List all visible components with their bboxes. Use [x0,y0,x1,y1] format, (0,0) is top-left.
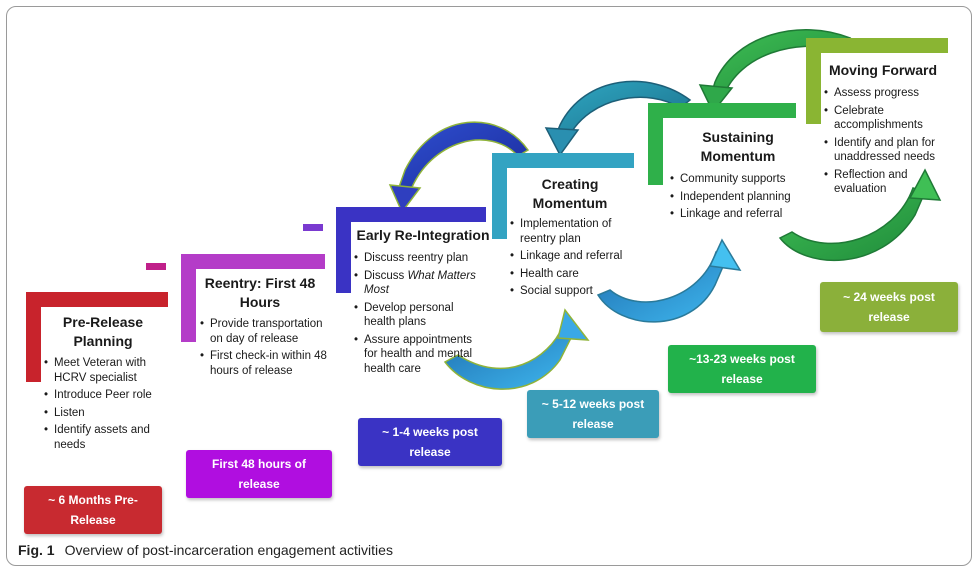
bullets-moving: Assess progress Celebrate accomplishment… [824,86,954,200]
bullets-reentry: Provide transportation on day of release… [200,317,328,381]
timeframe-badge-pre-release: ~ 6 Months Pre-Release [24,486,162,534]
arrow-creating-to-early [388,121,530,214]
bullet-item: Discuss What Matters Most [354,269,488,298]
bullet-item: Assess progress [824,86,954,101]
bullet-item: Linkage and referral [670,207,810,222]
bullets-pre-release: Meet Veteran with HCRV specialist Introd… [44,356,166,455]
bullets-early: Discuss reentry plan Discuss What Matter… [354,251,488,379]
timeframe-badge-early: ~ 1-4 weeks post release [358,418,502,466]
bracket-top-creating [492,153,634,168]
bullet-text: Discuss [364,269,408,282]
bracket-side-moving [806,38,821,124]
figure-label: Fig. 1 [18,542,55,558]
bracket-side-sustaining [648,103,663,185]
stage-title-reentry: Reentry: First 48 Hours [204,275,316,310]
bullet-item: Discuss reentry plan [354,251,488,266]
stage-title-pre-release: Pre-Release Planning [62,314,144,349]
timeframe-badge-moving: ~ 24 weeks post release [820,282,958,332]
bullet-item: Community supports [670,172,810,187]
bullet-item: Develop personal health plans [354,301,488,330]
bracket-side-reentry [181,254,196,342]
stage-title-early: Early Re-Integration [356,227,490,243]
bracket-side-pre-release [26,292,41,382]
bracket-top-reentry [181,254,325,269]
bullet-item: Assure appointments for health and menta… [354,333,488,377]
bracket-side-early [336,207,351,293]
bullet-item: Reflection and evaluation [824,168,954,197]
bullet-item: Identify and plan for unaddressed needs [824,136,954,165]
arrow-creating-to-sustaining [596,238,742,323]
bullet-item: Listen [44,406,166,421]
stage-title-creating: Creating Momentum [532,176,608,211]
bullet-item: First check-in within 48 hours of releas… [200,349,328,378]
bullet-item: Meet Veteran with HCRV specialist [44,356,166,385]
bullets-sustaining: Community supports Independent planning … [670,172,810,225]
bracket-top-moving [806,38,948,53]
timeframe-badge-reentry: First 48 hours of release [186,450,332,498]
timeframe-badge-creating: ~ 5-12 weeks post release [527,390,659,438]
bullet-item: Health care [510,267,630,282]
bullet-italic-text: What Matters Most [364,269,476,297]
stage-title-moving: Moving Forward [828,62,938,78]
figure-caption: Fig. 1 Overview of post-incarceration eng… [18,542,393,558]
bullet-item: Social support [510,284,630,299]
bullets-creating: Implementation of reentry plan Linkage a… [510,217,630,302]
bullet-item: Celebrate accomplishments [824,104,954,133]
bracket-side-creating [492,153,507,239]
bracket-top-sustaining [648,103,796,118]
timeframe-badge-sustaining: ~13-23 weeks post release [668,345,816,393]
accent-dash-1 [146,263,166,270]
bracket-top-early [336,207,486,222]
arrow-sustaining-to-creating [544,80,692,157]
bullet-item: Independent planning [670,190,810,205]
accent-dash-2 [303,224,323,231]
bullet-item: Identify assets and needs [44,423,166,452]
bullet-item: Linkage and referral [510,249,630,264]
stage-title-sustaining: Sustaining Momentum [700,129,776,164]
bullet-item: Provide transportation on day of release [200,317,328,346]
bracket-top-pre-release [26,292,168,307]
bullet-item: Introduce Peer role [44,388,166,403]
bullet-item: Implementation of reentry plan [510,217,630,246]
figure-caption-text: Overview of post-incarceration engagemen… [64,542,393,558]
figure-frame [6,6,972,566]
